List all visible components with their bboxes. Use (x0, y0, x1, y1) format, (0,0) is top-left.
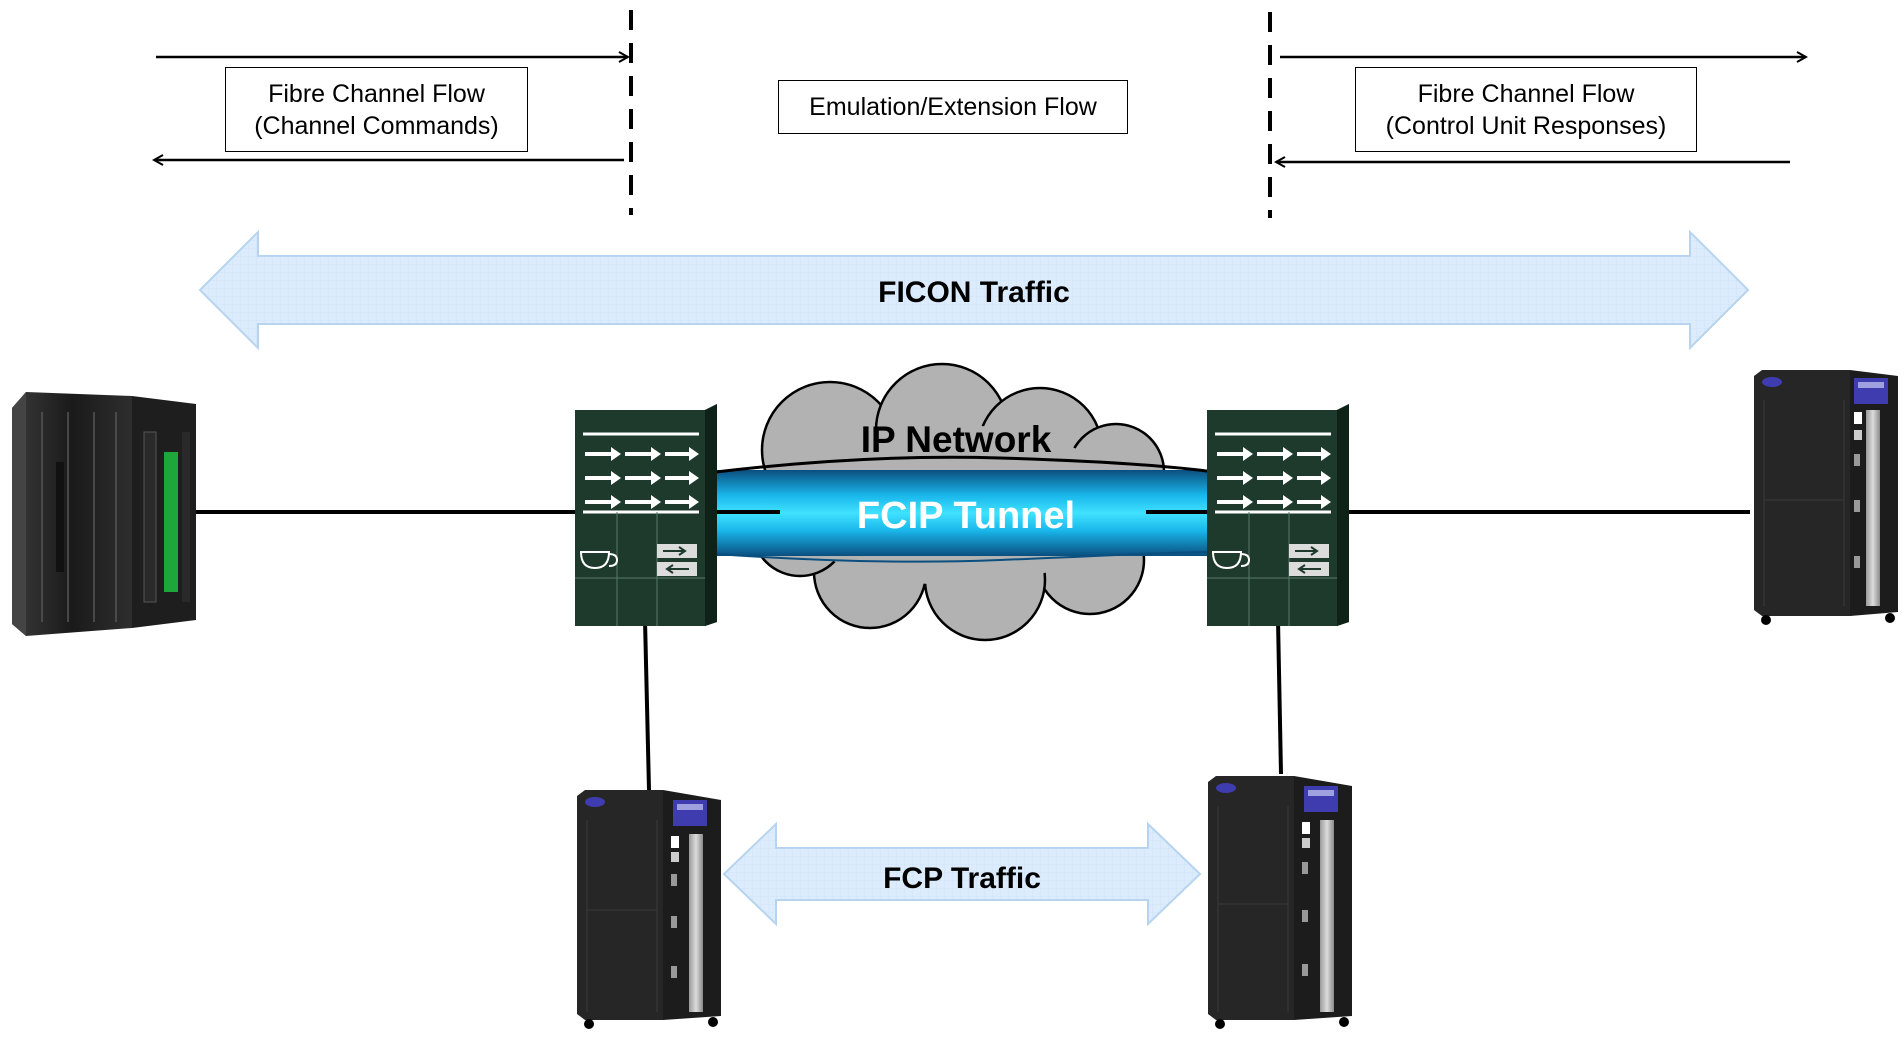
right-switch-to-storage-link-vertical (1276, 619, 1283, 775)
fcp-traffic-label: FCP Traffic (883, 862, 1041, 895)
middle-flow-title: Emulation/Extension Flow (809, 93, 1097, 121)
ficon-traffic-label: FICON Traffic (878, 276, 1070, 309)
middle-flow-label-box: Emulation/Extension Flow (778, 80, 1128, 134)
right-switch-icon (1207, 404, 1349, 626)
storage-array-right-icon (1754, 370, 1898, 625)
fcip-tunnel-label: FCIP Tunnel (857, 495, 1075, 537)
left-flow-subtitle: (Channel Commands) (254, 111, 499, 140)
fcip-tunnel (715, 455, 1215, 563)
flow-arrows (154, 57, 1806, 162)
storage-array-bottom-left-icon (577, 790, 721, 1029)
right-flow-subtitle: (Control Unit Responses) (1385, 111, 1667, 140)
storage-array-bottom-right-icon (1208, 776, 1352, 1029)
left-switch-to-storage-link (643, 619, 651, 791)
right-flow-label-box: Fibre Channel Flow (Control Unit Respons… (1355, 67, 1697, 152)
connection-lines (196, 510, 1750, 791)
ip-network-label: IP Network (861, 419, 1052, 460)
mainframe-server-icon (12, 392, 196, 636)
right-flow-title: Fibre Channel Flow (1417, 79, 1635, 108)
left-flow-title: Fibre Channel Flow (268, 79, 485, 108)
left-flow-label-box: Fibre Channel Flow (Channel Commands) (225, 67, 528, 152)
left-switch-icon (575, 404, 717, 626)
